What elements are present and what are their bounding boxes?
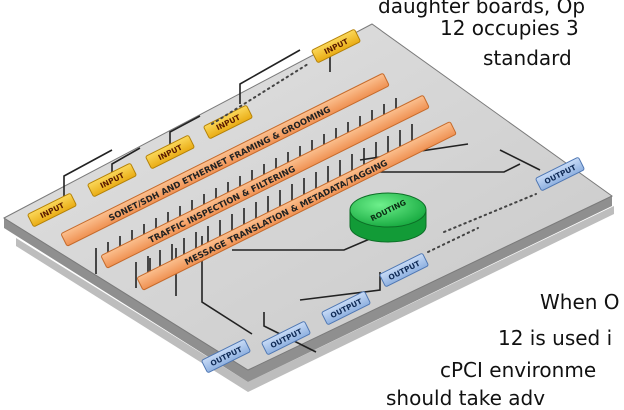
output-chip-shape <box>201 339 251 373</box>
output-chip-shape <box>261 321 311 355</box>
input-chip-shape <box>27 193 77 227</box>
output-chip-shape <box>535 157 585 191</box>
caption-bottom-line-3: cPCI environme <box>440 358 597 382</box>
dotted-connector-output-mid <box>427 227 479 253</box>
stage-bar-shape <box>137 121 457 291</box>
output-chip-shape <box>379 253 429 287</box>
dotted-connector-output-top <box>443 193 537 233</box>
stage-bar-shape <box>61 73 390 247</box>
board-edge <box>4 196 612 382</box>
output-chip-shape <box>321 291 371 325</box>
trace-11 <box>232 237 373 251</box>
router-disc <box>349 192 427 228</box>
input-chip-shape <box>145 135 195 169</box>
input-chip-shape <box>203 105 253 139</box>
trace-4 <box>239 49 301 104</box>
board-diagram: SONET/SDH AND ETHERNET FRAMING & GROOMIN… <box>2 23 614 392</box>
input-chip-shape <box>311 29 361 63</box>
dotted-connectors <box>211 63 537 253</box>
caption-top-line-3: standard <box>483 46 572 70</box>
trace-14 <box>499 149 541 171</box>
trace-12 <box>366 163 521 173</box>
caption-top-line-2: 12 occupies 3 <box>440 16 579 40</box>
trace-10 <box>299 272 381 301</box>
caption-bottom-line-2: 12 is used i <box>498 326 613 350</box>
input-chip-shape <box>87 163 137 197</box>
router-group: ROUTING <box>349 192 427 243</box>
stage-bar-shape <box>101 95 430 269</box>
caption-top-line-1: daughter boards, Op <box>378 0 586 18</box>
board-shadow <box>16 206 614 392</box>
caption-bottom-line-1: When O <box>540 290 620 314</box>
dotted-connector-input <box>211 63 309 125</box>
trace-9 <box>263 312 317 353</box>
